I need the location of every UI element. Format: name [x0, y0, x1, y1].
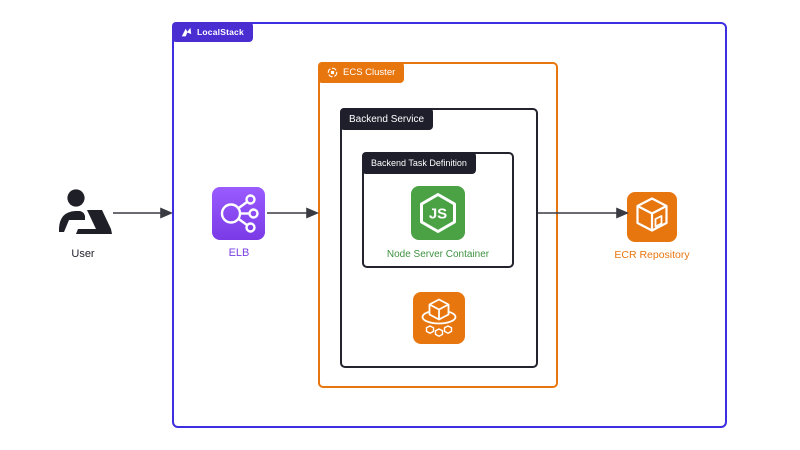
node-container-label: Node Server Container: [386, 249, 490, 260]
ecs-cluster-boundary: ECS Cluster: [318, 62, 558, 388]
backend-service-badge-label: Backend Service: [349, 113, 425, 125]
user-icon: [59, 189, 112, 234]
nodejs-hexagon-icon: JS: [420, 193, 456, 233]
nodejs-icon: JS: [411, 186, 465, 240]
ecs-cube-orbit-icon: [421, 298, 457, 337]
backend-service-boundary: Backend Service: [340, 108, 538, 368]
localstack-badge: LocalStack: [172, 22, 253, 42]
task-definition-badge-label: Backend Task Definition: [371, 158, 467, 168]
elb-label: ELB: [228, 247, 250, 259]
ecs-cluster-badge: ECS Cluster: [318, 62, 405, 83]
ecs-cluster-badge-label: ECS Cluster: [343, 67, 396, 78]
arrowhead-user-to-localstack: [160, 207, 174, 219]
nodejs-js-glyph: JS: [429, 206, 447, 223]
localstack-boundary: LocalStack: [172, 22, 727, 428]
ecr-icon: [627, 192, 677, 242]
task-definition-badge: Backend Task Definition: [362, 152, 476, 174]
ecs-service-icon: [413, 292, 465, 344]
localstack-badge-label: LocalStack: [197, 27, 244, 37]
ecr-registry-icon: [636, 197, 668, 232]
ecs-cluster-icon: [327, 67, 338, 78]
user-label: User: [71, 248, 95, 260]
elb-load-balancer-icon: [220, 194, 259, 233]
localstack-logo-icon: [181, 27, 192, 36]
ecr-label: ECR Repository: [614, 249, 690, 261]
elb-icon: [212, 187, 265, 240]
task-definition-boundary: Backend Task Definition: [362, 152, 514, 268]
backend-service-badge: Backend Service: [340, 108, 434, 130]
